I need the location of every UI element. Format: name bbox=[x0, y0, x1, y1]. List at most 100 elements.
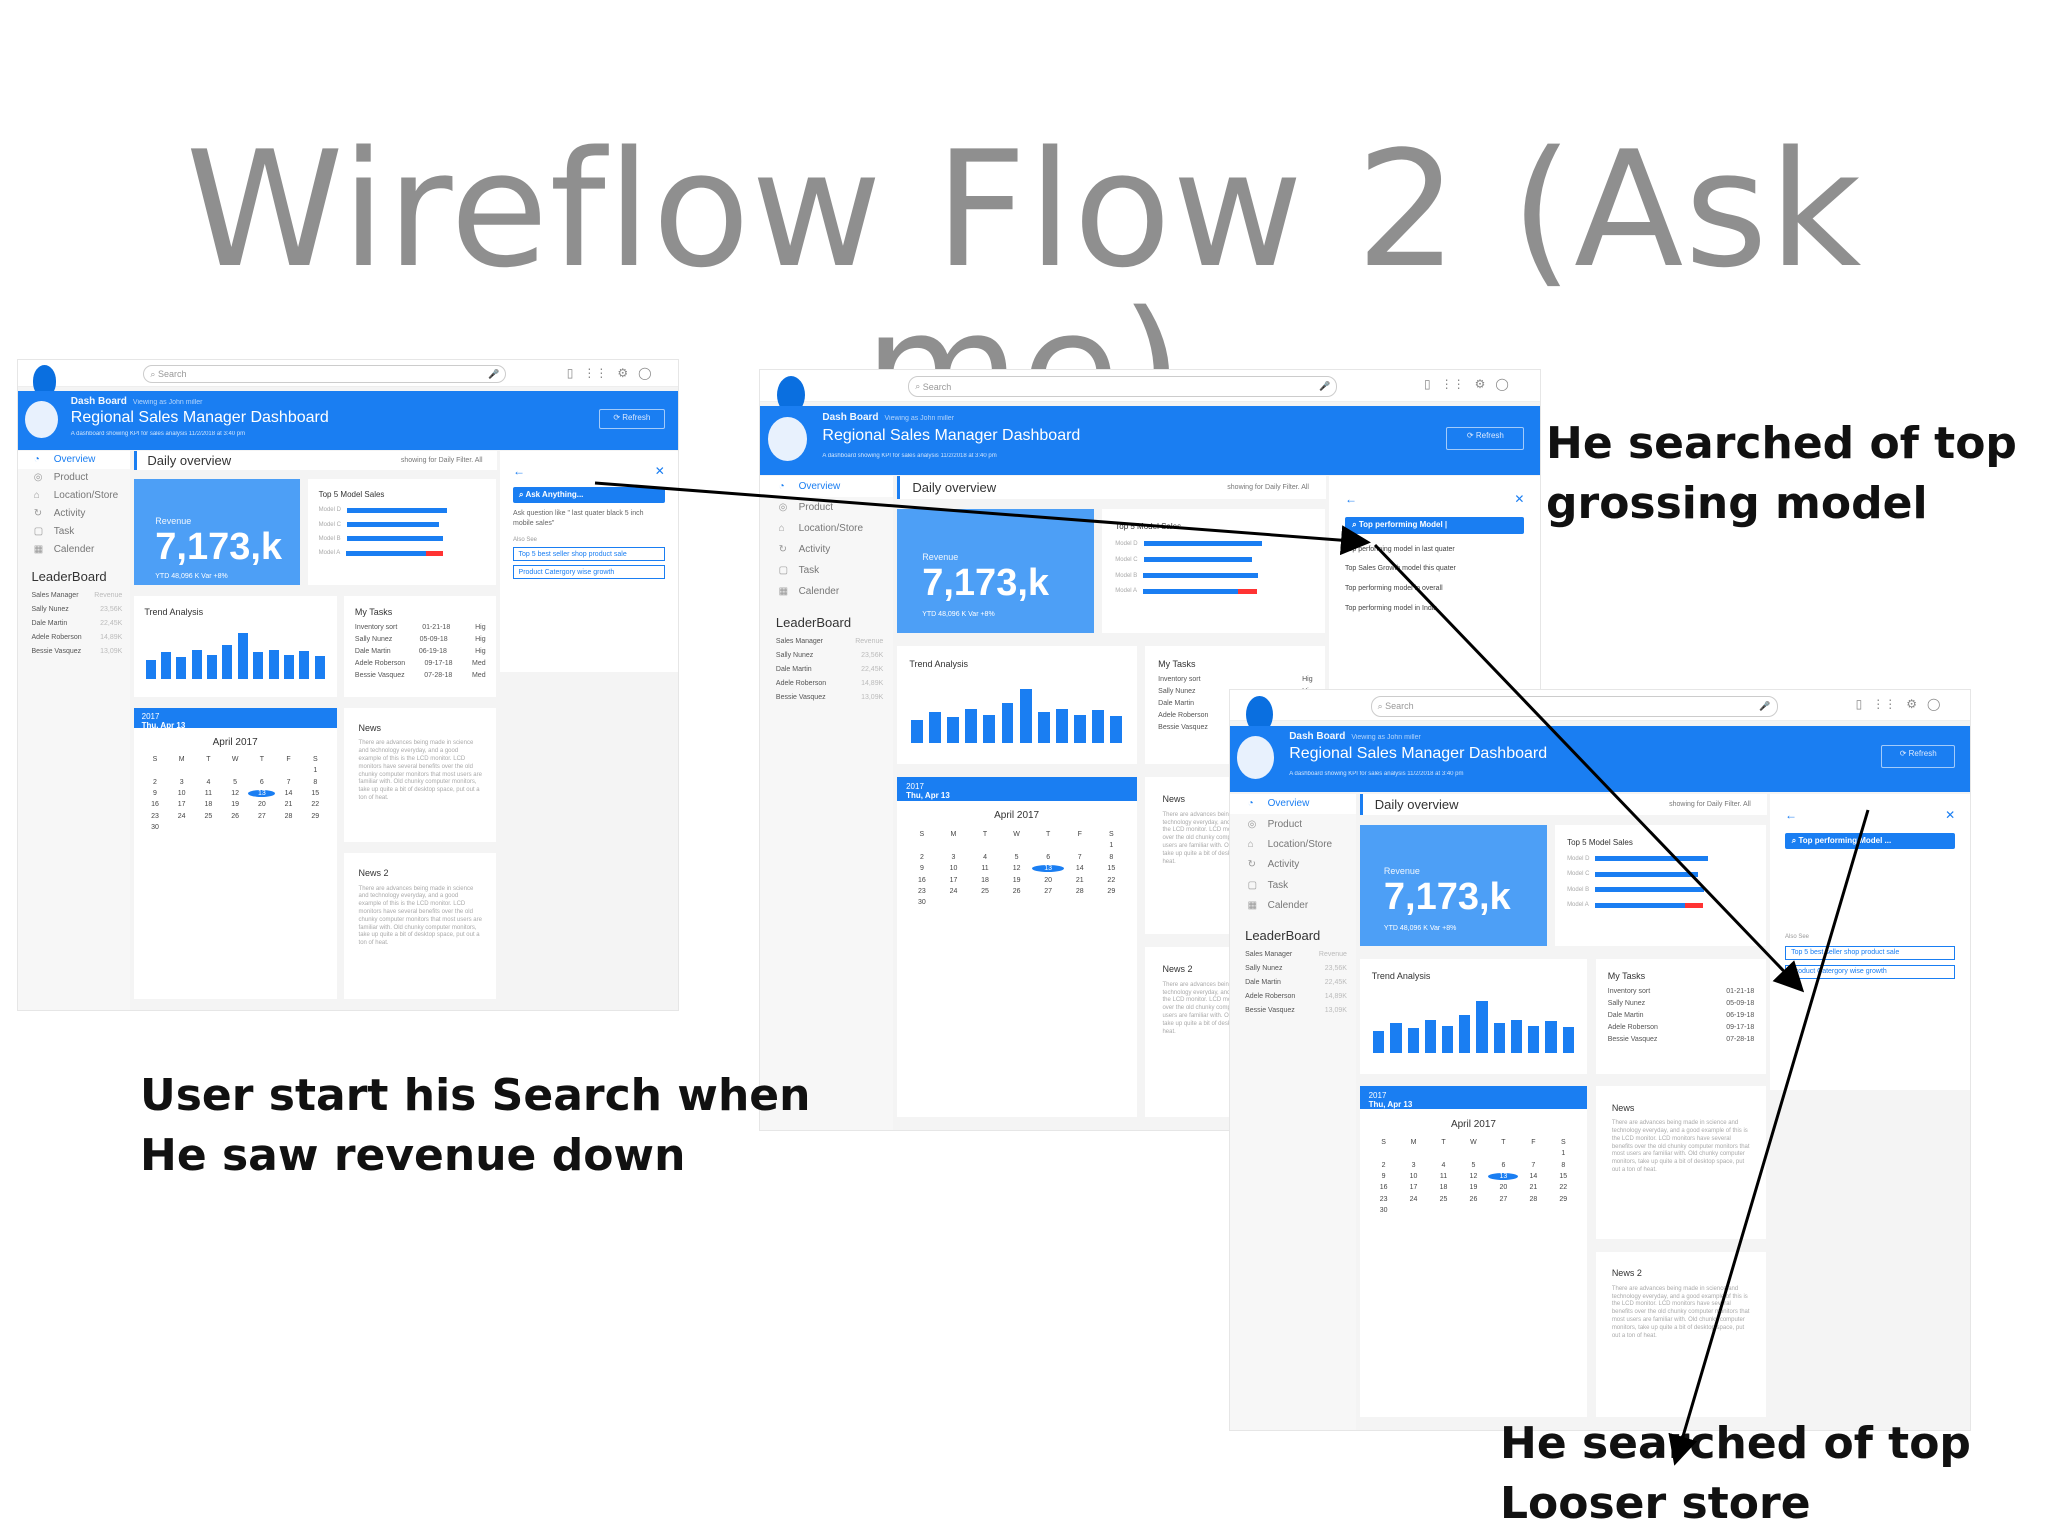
gear-icon[interactable]: ⚙ bbox=[617, 365, 629, 380]
calendar-day[interactable]: 27 bbox=[257, 812, 266, 820]
suggestion-item[interactable]: Top performing model in overall bbox=[1344, 585, 1443, 593]
nav-task[interactable]: ▢Task bbox=[33, 525, 75, 537]
calendar-day[interactable]: 5 bbox=[1014, 853, 1019, 861]
calendar-day[interactable]: 3 bbox=[1411, 1161, 1416, 1169]
mic-icon[interactable]: 🎤 bbox=[488, 368, 500, 379]
calendar-day[interactable]: 19 bbox=[1012, 876, 1021, 884]
calendar-day[interactable]: 13 bbox=[1488, 1172, 1519, 1180]
calendar-day[interactable]: 15 bbox=[311, 789, 320, 797]
calendar-day[interactable]: 13 bbox=[1032, 865, 1064, 873]
calendar-day[interactable]: 26 bbox=[231, 812, 240, 820]
avatar[interactable]: ◯ bbox=[1926, 696, 1941, 711]
calendar-day[interactable]: 22 bbox=[1107, 876, 1116, 884]
nav-task[interactable]: ▢Task bbox=[778, 564, 820, 576]
ask-input[interactable]: ⌕ Ask Anything... bbox=[512, 487, 665, 504]
calendar-day[interactable]: 3 bbox=[951, 853, 956, 861]
calendar-day[interactable]: 7 bbox=[1077, 853, 1082, 861]
close-icon[interactable]: ✕ bbox=[654, 464, 665, 479]
calendar-day[interactable]: 4 bbox=[983, 853, 987, 861]
calendar-day[interactable]: 22 bbox=[311, 801, 320, 809]
calendar-day[interactable]: 19 bbox=[1469, 1184, 1478, 1192]
nav-product[interactable]: ◎Product bbox=[33, 472, 89, 484]
suggestion-chip[interactable]: Top 5 best seller shop product sale bbox=[1784, 945, 1956, 960]
calendar-day[interactable]: 5 bbox=[233, 778, 238, 786]
suggestion-item[interactable]: Top performing model in last quater bbox=[1344, 545, 1455, 553]
calendar-day[interactable]: 23 bbox=[1379, 1195, 1388, 1203]
calendar-day[interactable]: 29 bbox=[1107, 888, 1116, 896]
calendar-day[interactable]: 14 bbox=[284, 789, 293, 797]
nav-calender[interactable]: ▦Calender bbox=[1247, 900, 1309, 912]
nav-task[interactable]: ▢Task bbox=[1247, 879, 1289, 891]
calendar-day[interactable]: 21 bbox=[1529, 1184, 1538, 1192]
calendar-day[interactable]: 23 bbox=[151, 812, 159, 820]
gear-icon[interactable]: ⚙ bbox=[1906, 696, 1917, 711]
calendar-day[interactable]: 12 bbox=[231, 789, 240, 797]
close-icon[interactable]: ✕ bbox=[1945, 808, 1956, 823]
avatar[interactable]: ◯ bbox=[638, 365, 652, 380]
calendar-day[interactable]: 11 bbox=[204, 789, 213, 797]
back-arrow-icon[interactable]: ← bbox=[1784, 808, 1797, 823]
search-input[interactable]: ⌕ Search🎤 bbox=[908, 376, 1338, 398]
suggestion-item[interactable]: Top performing model in India bbox=[1344, 605, 1438, 613]
calendar-day[interactable]: 2 bbox=[153, 778, 157, 786]
calendar-day[interactable]: 30 bbox=[1379, 1207, 1388, 1215]
calendar-day[interactable]: 10 bbox=[1409, 1172, 1418, 1180]
calendar-day[interactable]: 20 bbox=[257, 801, 266, 809]
notification-icon[interactable]: ▯ bbox=[1855, 696, 1863, 711]
filter-select[interactable]: showing for Daily Filter. All bbox=[400, 457, 483, 464]
apps-icon[interactable]: ⋮⋮ bbox=[583, 365, 608, 380]
suggestion-chip[interactable]: Top 5 best seller shop product sale bbox=[512, 547, 665, 561]
notification-icon[interactable]: ▯ bbox=[566, 365, 574, 380]
close-icon[interactable]: ✕ bbox=[1514, 491, 1525, 506]
calendar-day[interactable]: 25 bbox=[1439, 1195, 1448, 1203]
calendar-day[interactable]: 1 bbox=[313, 767, 318, 775]
refresh-button[interactable]: ⟳ Refresh bbox=[598, 408, 665, 429]
calendar-day[interactable]: 18 bbox=[981, 876, 989, 884]
refresh-button[interactable]: ⟳ Refresh bbox=[1881, 745, 1956, 769]
calendar-day[interactable]: 12 bbox=[1012, 865, 1021, 873]
calendar-day[interactable]: 10 bbox=[177, 789, 186, 797]
calendar-day[interactable]: 28 bbox=[284, 812, 293, 820]
calendar-day[interactable]: 27 bbox=[1044, 888, 1053, 896]
calendar-day[interactable]: 28 bbox=[1075, 888, 1084, 896]
calendar-day[interactable]: 7 bbox=[286, 778, 291, 786]
nav-overview[interactable]: ◔Overview bbox=[760, 476, 893, 498]
nav-location[interactable]: ⌂Location/Store bbox=[1247, 838, 1333, 850]
nav-product[interactable]: ◎Product bbox=[1247, 818, 1303, 830]
avatar[interactable]: ◯ bbox=[1495, 376, 1509, 391]
calendar-day[interactable]: 16 bbox=[917, 876, 926, 884]
calendar-day[interactable]: 25 bbox=[204, 812, 213, 820]
calendar-day[interactable]: 24 bbox=[949, 888, 958, 896]
calendar-day[interactable]: 1 bbox=[1109, 842, 1114, 850]
calendar-day[interactable]: 13 bbox=[248, 789, 276, 797]
calendar-day[interactable]: 26 bbox=[1012, 888, 1021, 896]
calendar-day[interactable]: 6 bbox=[1046, 853, 1051, 861]
filter-select[interactable]: showing for Daily Filter. All bbox=[1669, 800, 1751, 808]
apps-icon[interactable]: ⋮⋮ bbox=[1440, 376, 1465, 391]
calendar-day[interactable]: 6 bbox=[1501, 1161, 1506, 1169]
calendar-day[interactable]: 21 bbox=[1075, 876, 1084, 884]
calendar-day[interactable]: 6 bbox=[259, 778, 264, 786]
calendar-day[interactable]: 10 bbox=[949, 865, 958, 873]
calendar-day[interactable]: 26 bbox=[1469, 1195, 1478, 1203]
calendar-day[interactable]: 9 bbox=[919, 865, 924, 873]
suggestion-item[interactable]: Top Sales Growth model this quater bbox=[1344, 565, 1456, 573]
calendar-day[interactable]: 11 bbox=[1439, 1172, 1448, 1180]
calendar-day[interactable]: 14 bbox=[1075, 865, 1084, 873]
calendar-day[interactable]: 19 bbox=[231, 801, 240, 809]
calendar-day[interactable]: 18 bbox=[204, 801, 213, 809]
calendar-day[interactable]: 3 bbox=[179, 778, 184, 786]
calendar-day[interactable]: 8 bbox=[1109, 853, 1114, 861]
nav-location[interactable]: ⌂Location/Store bbox=[778, 523, 864, 535]
apps-icon[interactable]: ⋮⋮ bbox=[1872, 696, 1897, 711]
calendar-day[interactable]: 2 bbox=[1381, 1161, 1386, 1169]
nav-activity[interactable]: ↻Activity bbox=[1247, 859, 1300, 871]
ask-input[interactable]: ⌕ Top performing Model ... bbox=[1784, 832, 1956, 850]
nav-calender[interactable]: ▦Calender bbox=[33, 543, 95, 555]
calendar-day[interactable]: 23 bbox=[917, 888, 926, 896]
refresh-button[interactable]: ⟳ Refresh bbox=[1446, 426, 1525, 451]
calendar-day[interactable]: 14 bbox=[1529, 1172, 1538, 1180]
calendar-day[interactable]: 22 bbox=[1559, 1184, 1568, 1192]
calendar-day[interactable]: 8 bbox=[313, 778, 318, 786]
nav-location[interactable]: ⌂Location/Store bbox=[33, 490, 119, 502]
